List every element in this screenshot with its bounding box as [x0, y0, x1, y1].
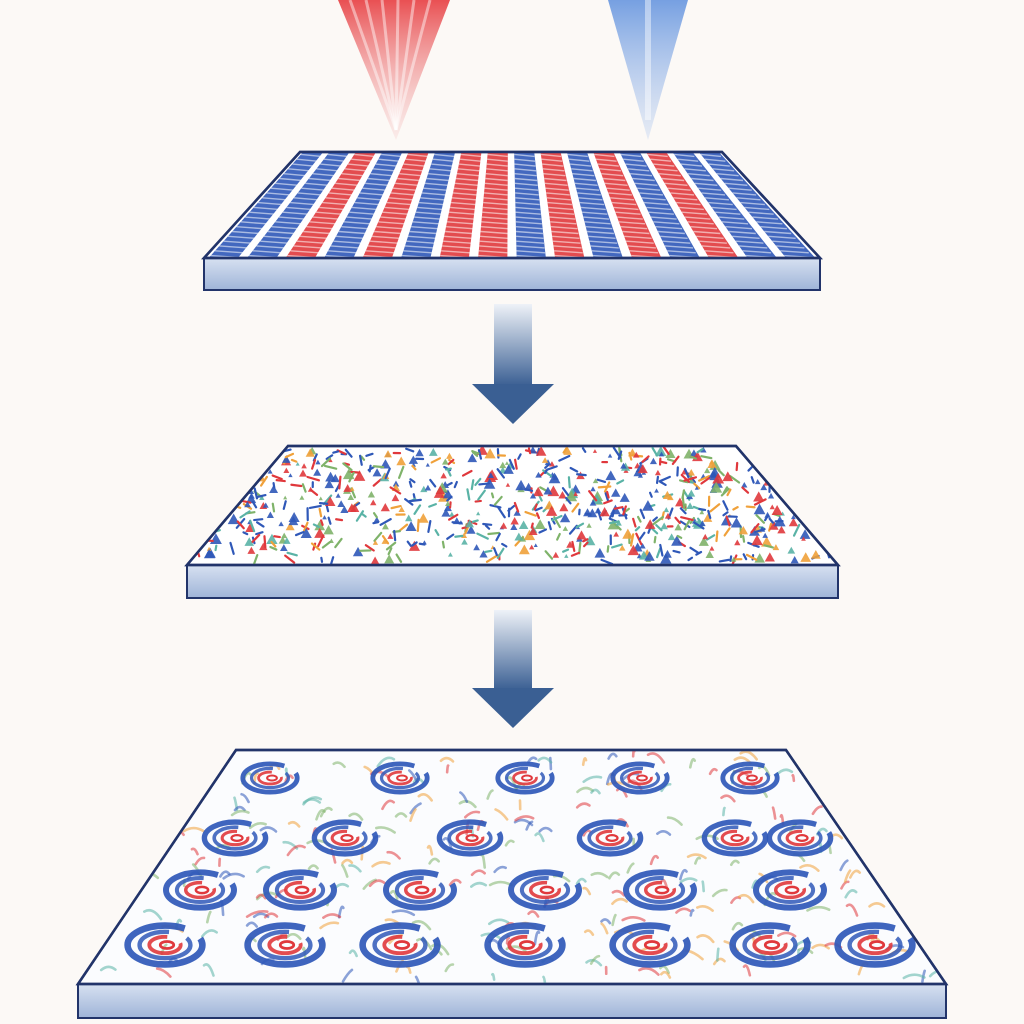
- swirl: [311, 819, 379, 857]
- red-beam: [338, 0, 450, 140]
- swirl: [720, 761, 780, 795]
- swirl: [576, 819, 644, 857]
- swirl: [766, 819, 834, 857]
- swirl: [610, 761, 670, 795]
- incoming-beams: [338, 0, 688, 140]
- swirl: [359, 922, 441, 968]
- swirl: [383, 869, 457, 911]
- swirl: [753, 869, 827, 911]
- swirl: [370, 761, 430, 795]
- arrow-down-2: [472, 610, 554, 728]
- layer-swirl-edge: [77, 983, 947, 1019]
- swirl: [240, 761, 300, 795]
- swirl: [609, 922, 691, 968]
- swirl: [701, 819, 769, 857]
- layer-scattered: [184, 444, 841, 599]
- scatter-pattern: [196, 446, 831, 565]
- swirl: [124, 922, 206, 968]
- swirl: [436, 819, 504, 857]
- layer-swirl: [75, 748, 949, 1019]
- swirl: [484, 922, 566, 968]
- swirl: [623, 869, 697, 911]
- swirl: [729, 922, 811, 968]
- blue-beam: [608, 0, 688, 140]
- arrow-down-1: [472, 304, 554, 424]
- layer-striped: [201, 150, 823, 291]
- swirl: [163, 869, 237, 911]
- swirl: [508, 869, 582, 911]
- swirl: [263, 869, 337, 911]
- swirl: [834, 922, 916, 968]
- swirl: [244, 922, 326, 968]
- swirl-pattern: [124, 761, 916, 968]
- swirl: [201, 819, 269, 857]
- layer-striped-edge: [203, 257, 821, 291]
- swirl: [495, 761, 555, 795]
- layer-scattered-edge: [186, 564, 839, 599]
- stripe-pattern: [208, 152, 816, 258]
